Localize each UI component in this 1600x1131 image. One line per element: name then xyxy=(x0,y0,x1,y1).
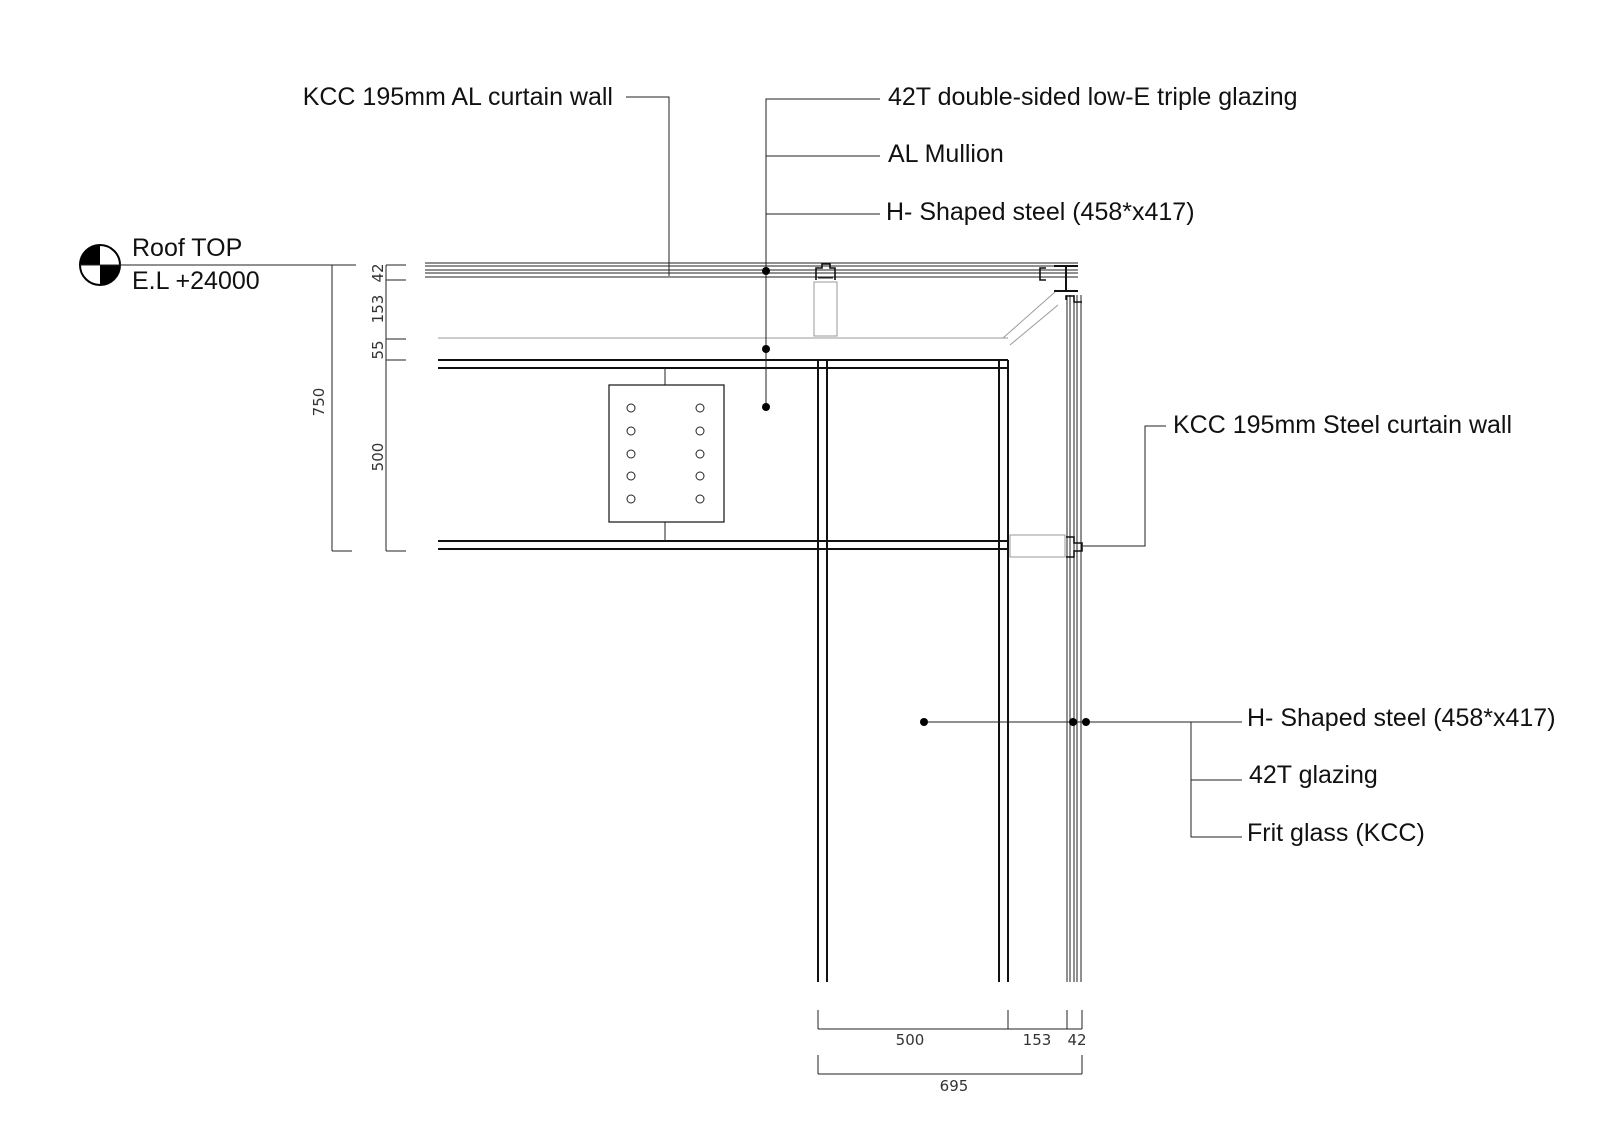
vdim-153-label: 153 xyxy=(369,295,387,324)
leader-al-curtain-wall xyxy=(626,96,670,276)
h-steel-section-top xyxy=(1054,265,1078,292)
label-42t-glazing: 42T glazing xyxy=(1249,761,1378,789)
vdim-500-label: 500 xyxy=(369,443,387,472)
hdim-42-label: 42 xyxy=(1067,1031,1086,1049)
corner-mullion xyxy=(1039,267,1046,281)
label-frit-glass: Frit glass (KCC) xyxy=(1247,819,1425,847)
level-marker: Roof TOP E.L +24000 xyxy=(79,234,356,295)
h-steel-column xyxy=(817,360,1009,982)
al-curtain-wall-top xyxy=(425,262,1078,278)
h-steel-beam xyxy=(438,359,1008,550)
hdim-153-label: 153 xyxy=(1023,1031,1052,1049)
label-steel-curtain-wall: KCC 195mm Steel curtain wall xyxy=(1173,411,1512,439)
label-h-steel-top: H- Shaped steel (458*x417) xyxy=(886,198,1195,226)
leader-steel-curtain-wall xyxy=(1083,425,1166,547)
horizontal-dimension-chain: 500 153 42 xyxy=(817,1010,1087,1049)
vertical-dimension-chain: 42 153 55 500 xyxy=(369,263,406,552)
vertical-dimension-total: 750 xyxy=(310,265,352,552)
hdim-500-label: 500 xyxy=(896,1031,925,1049)
vdim-42-label: 42 xyxy=(369,263,387,282)
leader-top-group xyxy=(762,98,880,411)
level-title: Roof TOP xyxy=(132,234,242,262)
horizontal-dimension-total: 695 xyxy=(817,1055,1083,1095)
corner-chamfer xyxy=(438,291,1059,346)
vdim-total-label: 750 xyxy=(310,388,328,417)
label-h-steel-bottom: H- Shaped steel (458*x417) xyxy=(1247,704,1556,732)
steel-curtain-wall-vertical xyxy=(1065,295,1082,982)
bolt-holes xyxy=(626,403,705,504)
label-triple-glazing: 42T double-sided low-E triple glazing xyxy=(888,83,1298,111)
al-mullion xyxy=(813,263,838,337)
connection-plate xyxy=(608,368,725,541)
label-al-mullion: AL Mullion xyxy=(888,140,1004,168)
vdim-55-label: 55 xyxy=(369,340,387,359)
hdim-total-label: 695 xyxy=(940,1077,969,1095)
level-elevation: E.L +24000 xyxy=(132,267,260,295)
steel-curtain-wall-mullion xyxy=(1009,534,1083,558)
label-al-curtain-wall: KCC 195mm AL curtain wall xyxy=(303,83,613,111)
leader-bottom-group xyxy=(920,718,1242,838)
